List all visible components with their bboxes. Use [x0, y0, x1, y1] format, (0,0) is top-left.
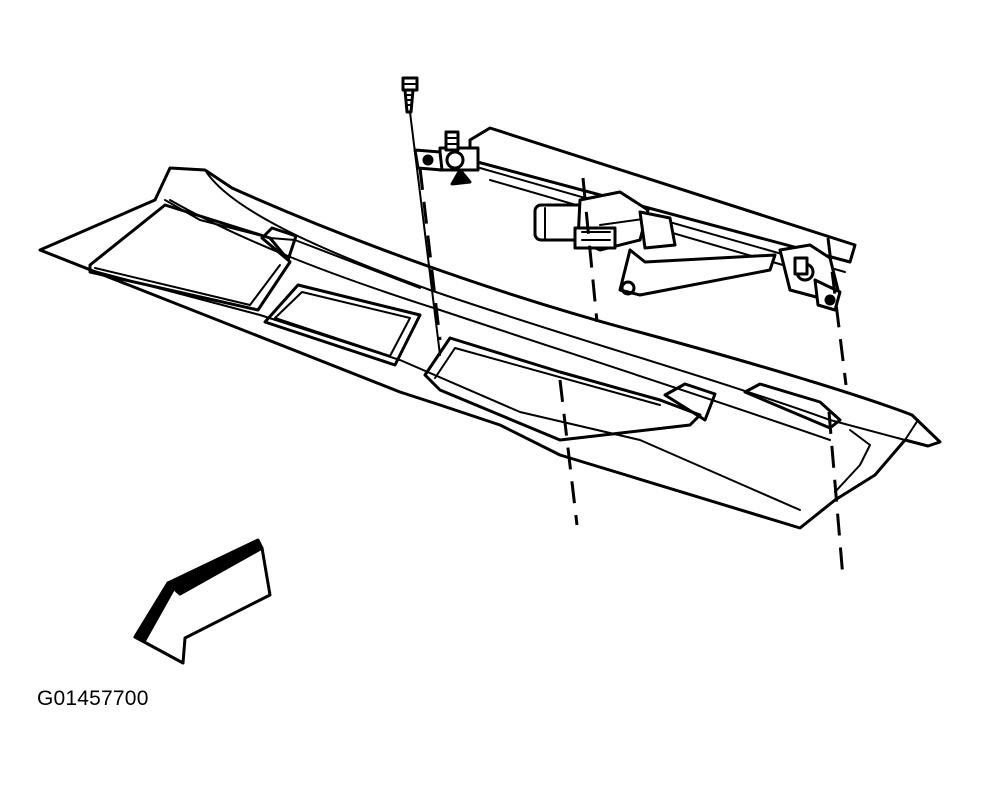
cowl-right-end-fold: [904, 419, 919, 441]
alignment-lines: [409, 111, 848, 579]
bolt-leader-line: [409, 111, 441, 356]
right-pivot: [778, 243, 842, 312]
cowl-center-opening: [263, 283, 422, 367]
motor-dash-line-lower: [558, 379, 579, 526]
right-pivot-dash-line-upper: [826, 237, 848, 386]
cowl-ridge-line: [204, 169, 906, 441]
figure-id-label: G01457700: [37, 687, 149, 710]
front-direction-arrow: [133, 538, 272, 665]
cowl-left-recess-inner: [94, 264, 281, 306]
arrow-shade-top: [166, 538, 264, 596]
left-pivot-dash-line: [418, 167, 442, 341]
cowl-right-step-2: [743, 382, 842, 430]
cowl-panel-outline: [38, 166, 942, 530]
cowl-panel: [38, 166, 942, 530]
cowl-right-opening: [423, 336, 702, 442]
wiper-linkage-assembly: [413, 126, 857, 312]
arrow-shade-left: [133, 581, 175, 642]
mounting-bolt: [401, 76, 419, 114]
crank-pivot: [620, 280, 636, 296]
cowl-right-step: [663, 382, 717, 422]
left-pivot: [413, 130, 480, 186]
motor-dash-line-upper: [581, 177, 599, 323]
cowl-right-opening-inner: [434, 347, 661, 406]
right-pivot-dash-line-lower: [827, 411, 845, 579]
crank-arm: [618, 248, 777, 297]
cowl-right-end: [834, 429, 871, 493]
wiper-motor: [533, 190, 677, 252]
cowl-left-recess: [88, 203, 292, 312]
cowl-center-opening-inner: [274, 291, 411, 357]
cowl-tab: [260, 226, 298, 262]
